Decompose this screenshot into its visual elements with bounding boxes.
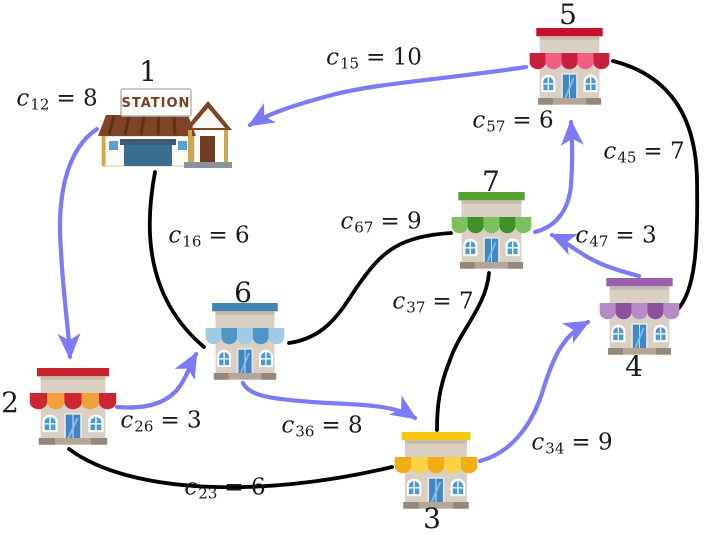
edge-label-c16: c16= 6 xyxy=(168,222,250,251)
edge-label-c23: c23= 6 xyxy=(184,474,266,503)
node-2-label: 2 xyxy=(1,386,19,419)
node-3-label: 3 xyxy=(423,502,441,535)
node-7-label: 7 xyxy=(482,165,500,198)
node-1-station-icon: STATION xyxy=(98,88,232,168)
arrow-c47 xyxy=(549,232,642,279)
edge-label-c26: c26= 3 xyxy=(120,407,202,436)
node-4-shop-icon xyxy=(600,278,680,355)
edge-label-c36: c36= 8 xyxy=(281,412,363,441)
node-2-shop-icon xyxy=(30,368,116,445)
edge-label-c57: c57= 6 xyxy=(472,107,554,136)
edge-c23 xyxy=(67,447,394,490)
arrow-c34 xyxy=(477,319,591,464)
edge-label-c34: c34= 9 xyxy=(531,429,613,458)
black-edges xyxy=(67,59,700,490)
node-3-shop-icon xyxy=(395,432,478,509)
node-5-label: 5 xyxy=(559,0,577,31)
edge-label-c67: c67= 9 xyxy=(340,208,422,237)
edge-c45 xyxy=(611,59,700,312)
node-1-label: 1 xyxy=(139,55,157,88)
edge-label-c45: c45= 7 xyxy=(603,138,685,167)
edge-label-c15: c15= 10 xyxy=(326,44,422,73)
edge-c37 xyxy=(435,271,491,432)
node-5-shop-icon xyxy=(530,28,610,105)
node-6-label: 6 xyxy=(234,276,252,309)
edge-label-c37: c37= 7 xyxy=(392,288,474,317)
node-4-label: 4 xyxy=(625,350,643,383)
blue-arrows xyxy=(57,64,642,464)
node-7-shop-icon xyxy=(452,192,532,269)
station-sign-text: STATION xyxy=(122,96,191,111)
arrow-c36 xyxy=(240,380,418,421)
arrow-c26 xyxy=(114,351,199,410)
edge-c16 xyxy=(147,170,206,349)
arrow-c15 xyxy=(247,64,529,128)
arrow-c57 xyxy=(532,119,584,235)
edge-label-c12: c12= 8 xyxy=(16,85,98,114)
arrow-c12 xyxy=(57,126,100,360)
edge-c67 xyxy=(287,231,453,345)
node-6-shop-icon xyxy=(206,303,285,380)
edge-label-c47: c47= 3 xyxy=(575,222,657,251)
